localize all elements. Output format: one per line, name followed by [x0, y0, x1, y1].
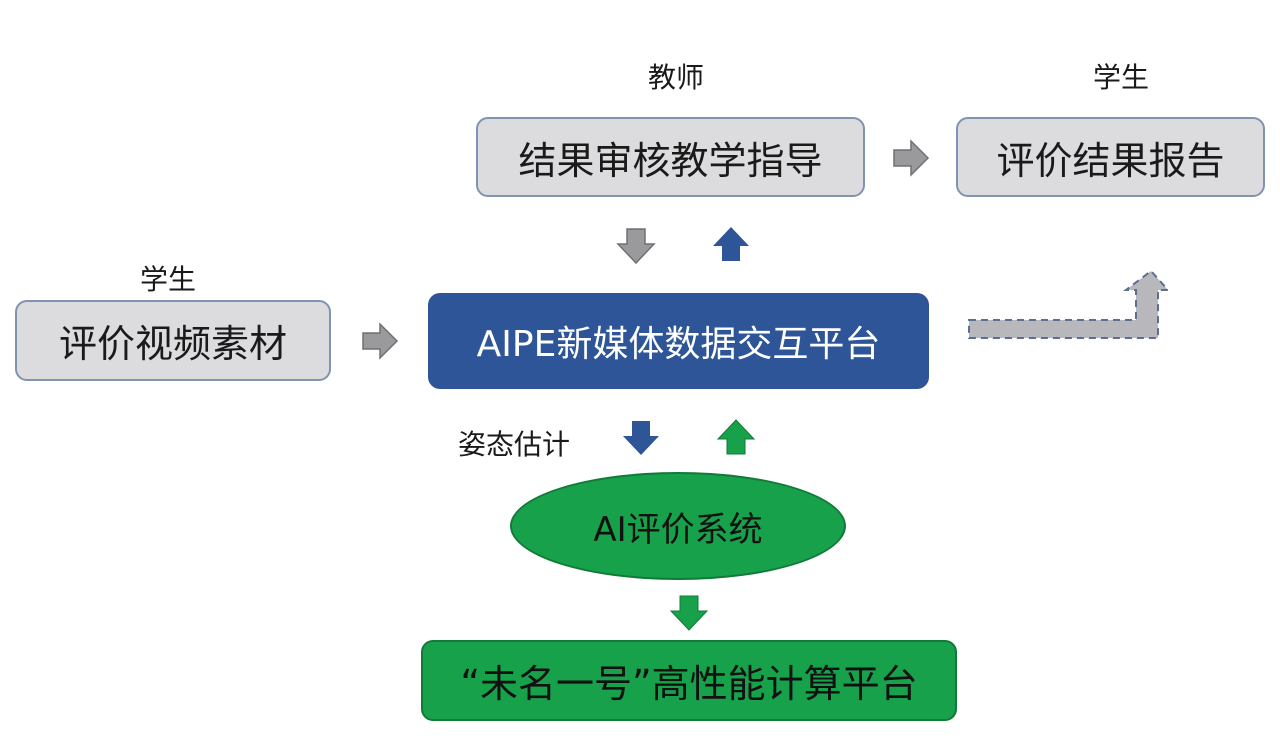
teacher-label: 教师	[648, 61, 705, 94]
right-arrow-icon	[893, 139, 930, 177]
down-arrow-icon	[669, 595, 709, 631]
student-left-label: 学生	[140, 263, 197, 296]
down-arrow-icon	[623, 421, 659, 455]
review-guidance-box: 结果审核教学指导	[476, 117, 865, 197]
right-arrow-icon	[362, 322, 399, 360]
down-arrow-icon	[616, 228, 656, 265]
hpc-platform-box: “未名一号”高性能计算平台	[421, 640, 957, 721]
aipe-platform-box: AIPE新媒体数据交互平台	[428, 293, 929, 389]
evaluation-report-box: 评价结果报告	[956, 117, 1265, 197]
up-arrow-icon	[713, 227, 749, 261]
pose-estimation-label: 姿态估计	[458, 428, 571, 461]
video-material-box: 评价视频素材	[15, 300, 331, 381]
student-top-label: 学生	[1093, 61, 1150, 94]
ai-system-ellipse: AI评价系统	[510, 472, 846, 580]
bent-up-arrow-icon	[968, 269, 1171, 339]
up-arrow-icon	[716, 419, 756, 455]
